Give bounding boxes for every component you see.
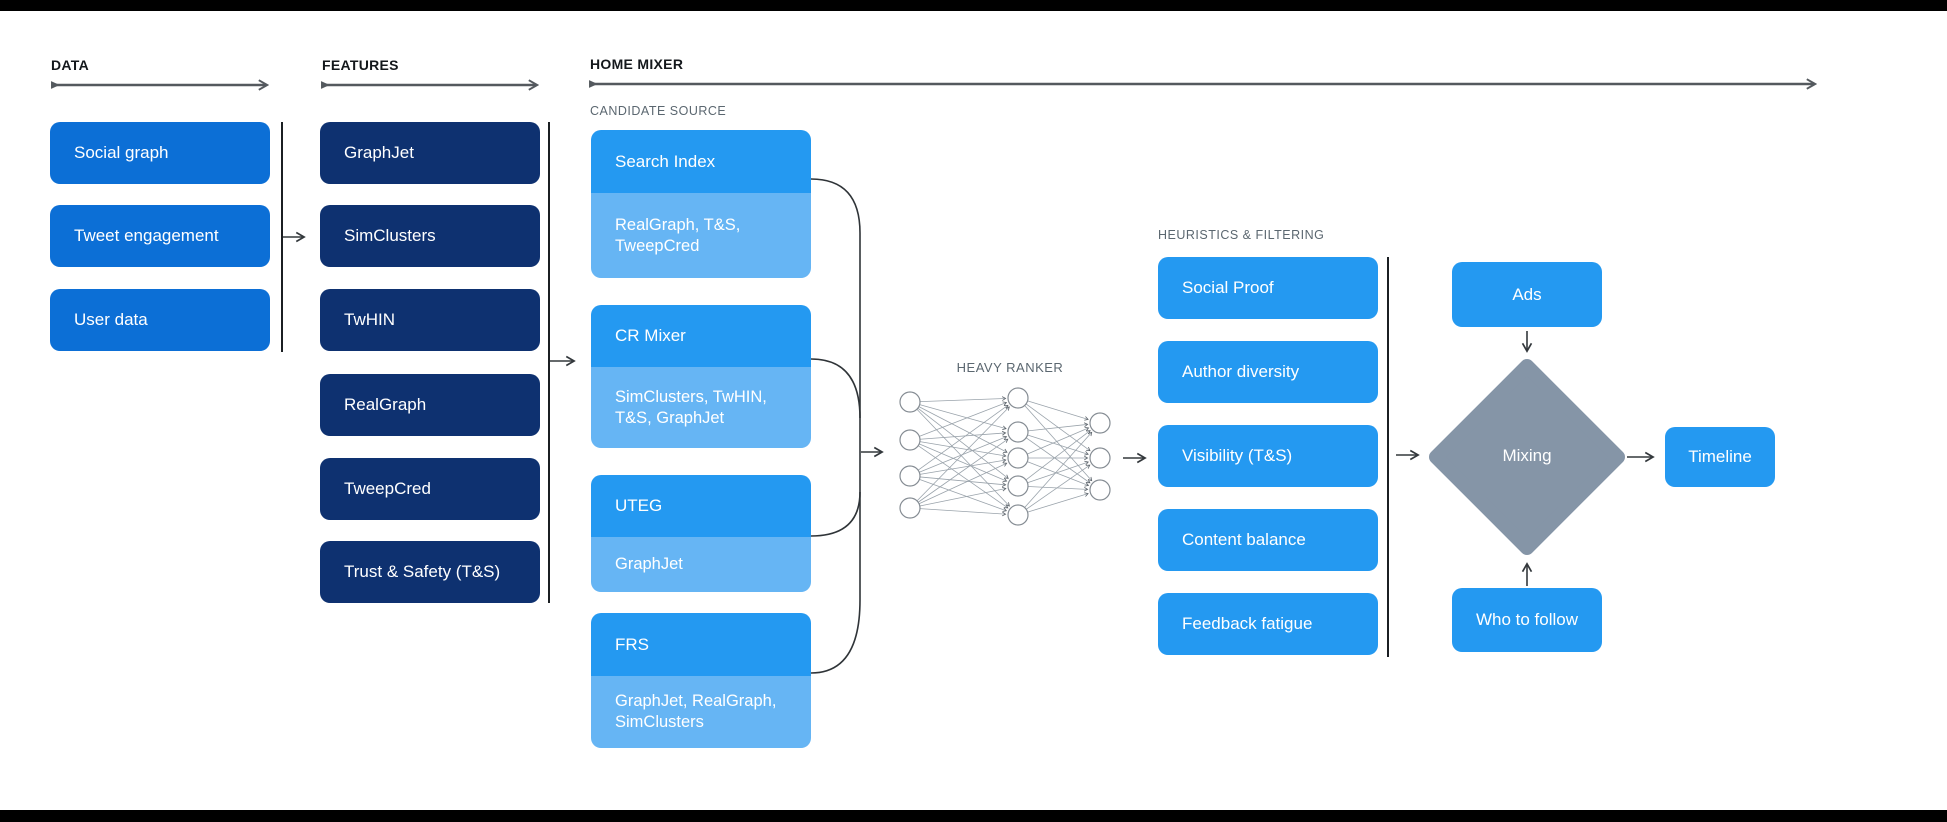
box-tweet-engagement: Tweet engagement bbox=[50, 205, 270, 267]
heavy-ranker-label: HEAVY RANKER bbox=[956, 360, 1064, 375]
stack-subtitle: SimClusters, TwHIN, T&S, GraphJet bbox=[591, 367, 811, 448]
home-mixer-section-header: HOME MIXER bbox=[590, 56, 684, 72]
stack-cr-mixer: CR Mixer SimClusters, TwHIN, T&S, GraphJ… bbox=[591, 305, 811, 448]
stack-title: UTEG bbox=[591, 475, 811, 537]
box-social-graph: Social graph bbox=[50, 122, 270, 184]
stack-subtitle: GraphJet bbox=[591, 537, 811, 592]
neural-network-icon bbox=[899, 387, 1111, 526]
letterbox-top bbox=[0, 0, 1947, 11]
stack-search-index: Search Index RealGraph, T&S, TweepCred bbox=[591, 130, 811, 278]
stack-title: CR Mixer bbox=[591, 305, 811, 367]
letterbox-bottom bbox=[0, 810, 1947, 822]
stack-subtitle: RealGraph, T&S, TweepCred bbox=[591, 193, 811, 278]
box-timeline: Timeline bbox=[1665, 427, 1775, 487]
features-section-header: FEATURES bbox=[322, 57, 399, 73]
box-twhin: TwHIN bbox=[320, 289, 540, 351]
mixing-diamond-label: Mixing bbox=[1502, 446, 1552, 465]
stack-uteg: UTEG GraphJet bbox=[591, 475, 811, 592]
box-trust-safety: Trust & Safety (T&S) bbox=[320, 541, 540, 603]
box-graphjet: GraphJet bbox=[320, 122, 540, 184]
box-user-data: User data bbox=[50, 289, 270, 351]
heuristics-filtering-label: HEURISTICS & FILTERING bbox=[1158, 228, 1325, 242]
data-section-header: DATA bbox=[51, 57, 90, 73]
box-visibility: Visibility (T&S) bbox=[1158, 425, 1378, 487]
box-tweepcred: TweepCred bbox=[320, 458, 540, 520]
candidate-collector-curves bbox=[810, 178, 861, 674]
candidate-source-label: CANDIDATE SOURCE bbox=[590, 104, 727, 118]
box-who-to-follow: Who to follow bbox=[1452, 588, 1602, 652]
box-simclusters: SimClusters bbox=[320, 205, 540, 267]
box-realgraph: RealGraph bbox=[320, 374, 540, 436]
stack-frs: FRS GraphJet, RealGraph, SimClusters bbox=[591, 613, 811, 748]
box-ads: Ads bbox=[1452, 262, 1602, 327]
box-feedback-fatigue: Feedback fatigue bbox=[1158, 593, 1378, 655]
stack-subtitle: GraphJet, RealGraph, SimClusters bbox=[591, 676, 811, 748]
box-author-diversity: Author diversity bbox=[1158, 341, 1378, 403]
box-content-balance: Content balance bbox=[1158, 509, 1378, 571]
stack-title: Search Index bbox=[591, 130, 811, 193]
stack-title: FRS bbox=[591, 613, 811, 676]
box-social-proof: Social Proof bbox=[1158, 257, 1378, 319]
